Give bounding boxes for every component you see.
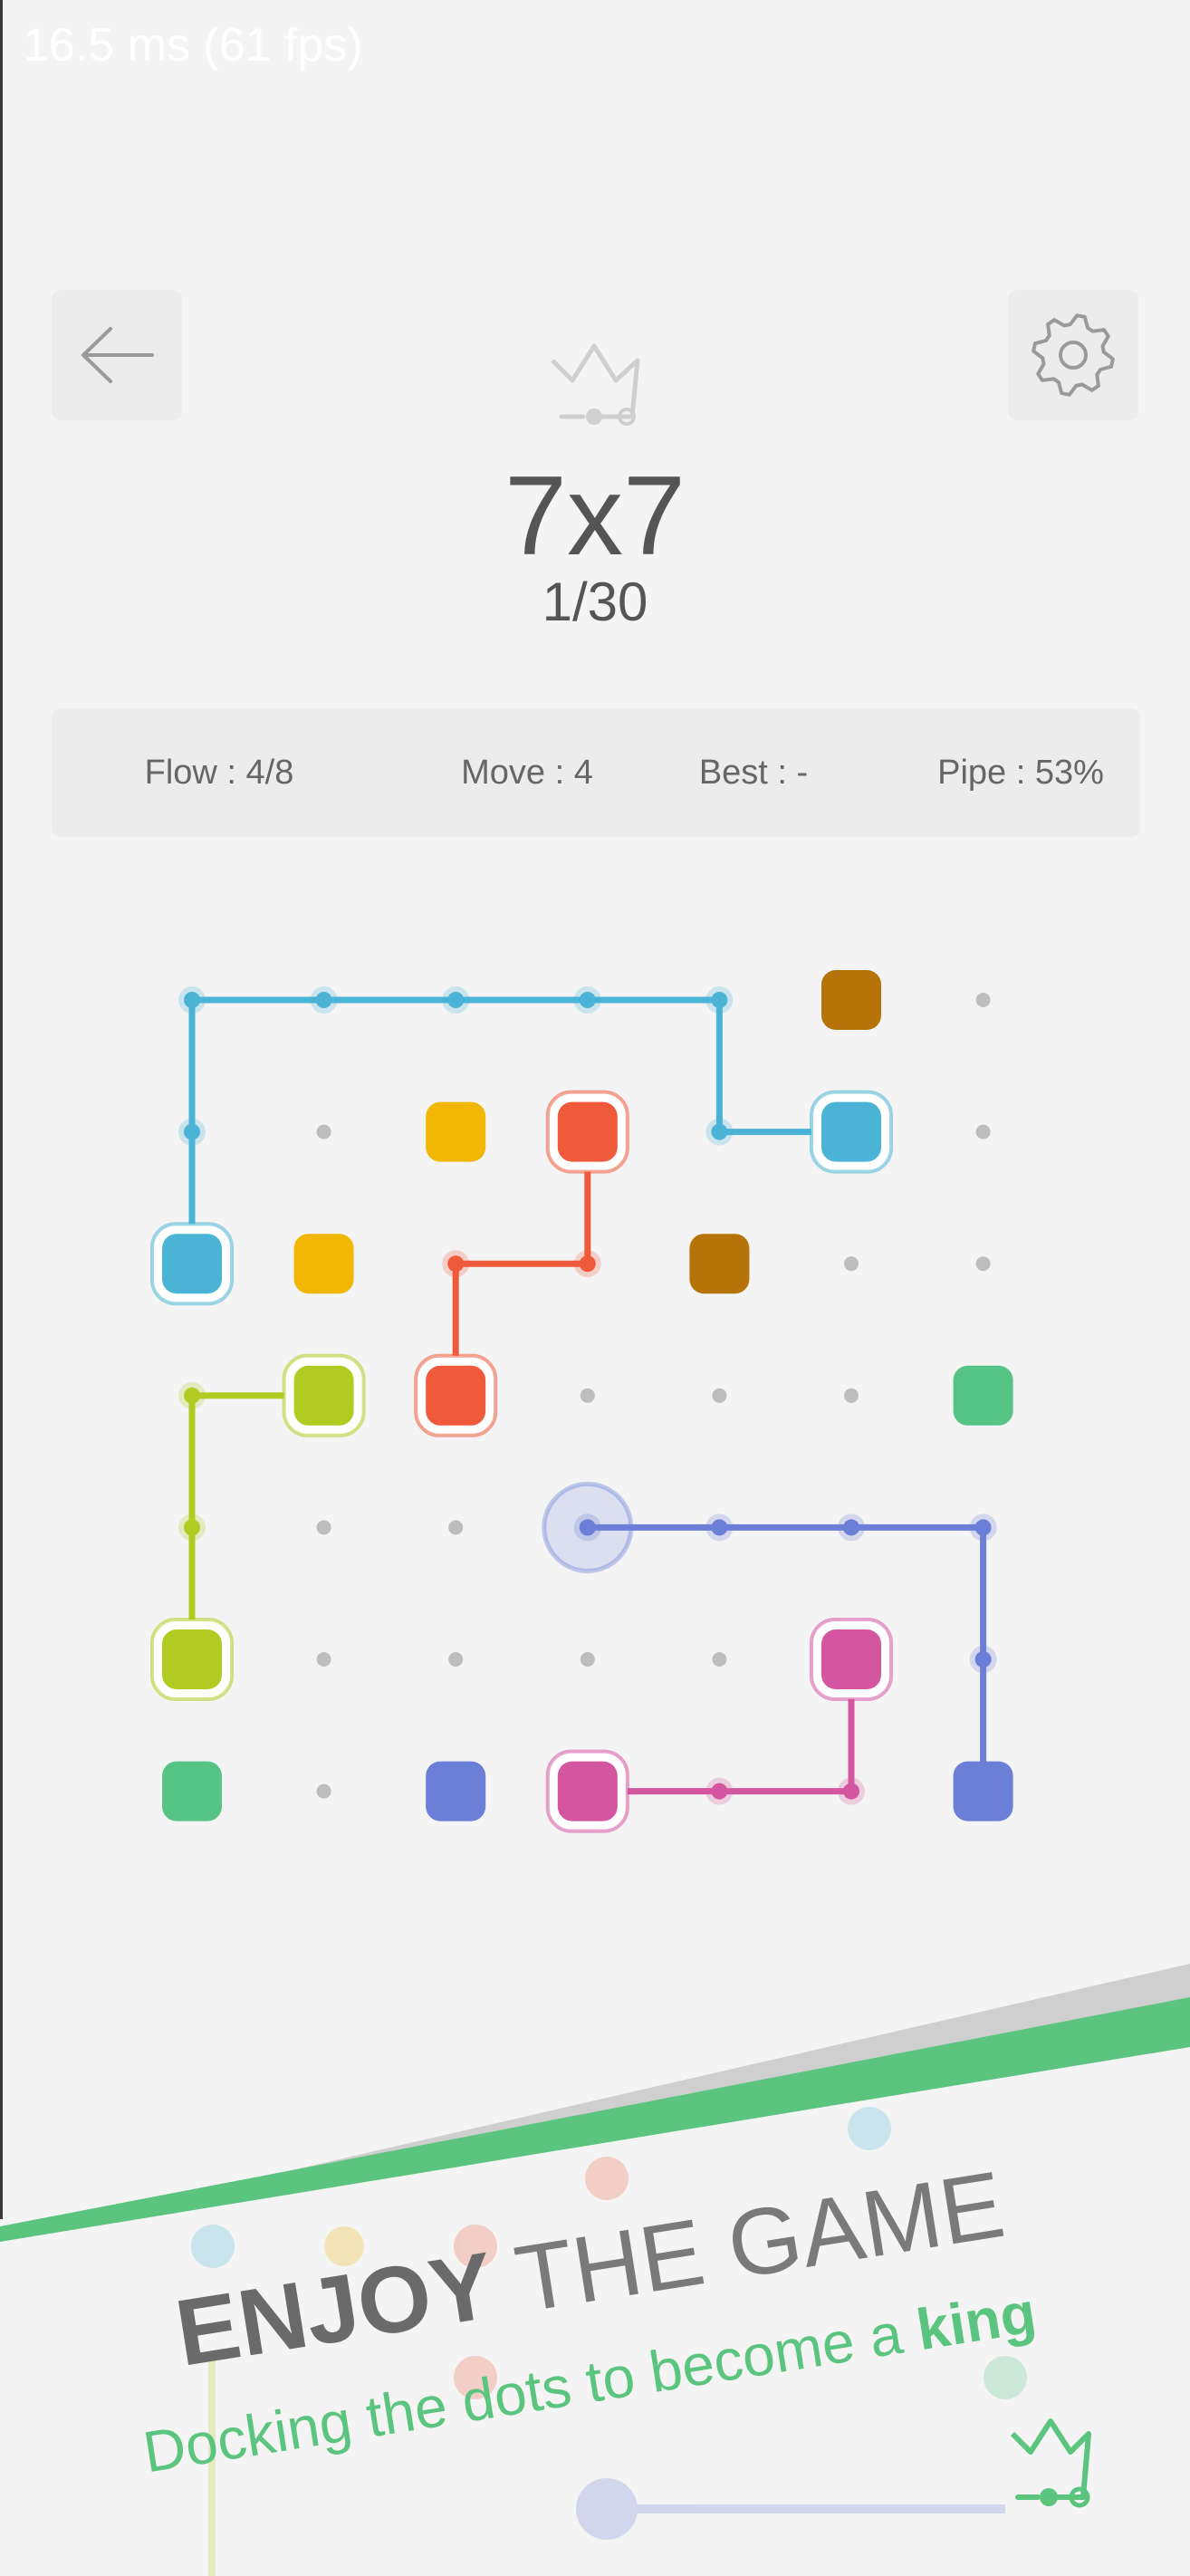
gear-icon (1032, 313, 1115, 397)
path-node (711, 1123, 728, 1140)
settings-button[interactable] (1008, 290, 1138, 420)
grid-dot[interactable] (844, 1256, 859, 1272)
path-node (184, 1519, 200, 1536)
path-node (711, 992, 728, 1008)
grid-dot[interactable] (316, 1124, 331, 1139)
red-endpoint[interactable] (426, 1365, 486, 1426)
flow-stat: Flow : 4/8 (144, 754, 294, 792)
grid-dot[interactable] (975, 1256, 991, 1272)
path-node (579, 1255, 596, 1273)
indigo-endpoint[interactable] (426, 1761, 486, 1821)
path-node (184, 992, 200, 1008)
grid-dot[interactable] (316, 1783, 331, 1799)
grid-dot[interactable] (448, 1520, 464, 1535)
pink-endpoint[interactable] (557, 1761, 618, 1821)
grid-dot[interactable] (448, 1652, 464, 1667)
green-endpoint[interactable] (162, 1761, 222, 1821)
grid-dot[interactable] (316, 1520, 331, 1535)
blue-endpoint[interactable] (821, 1101, 881, 1162)
lime-endpoint[interactable] (162, 1629, 222, 1689)
promo-background (0, 2047, 1190, 2576)
orange-endpoint[interactable] (426, 1101, 486, 1162)
back-button[interactable] (52, 290, 182, 420)
grid-dot[interactable] (712, 1388, 727, 1403)
path-node (974, 1519, 992, 1536)
promo-blurred-dots (191, 2107, 1027, 2576)
lime-path-line (188, 1392, 328, 1663)
fps-counter: 16.5 ms (61 fps) (23, 19, 363, 72)
active-cursor-dot (579, 1519, 596, 1536)
path-node (579, 992, 596, 1008)
grid-dot[interactable] (316, 1652, 331, 1667)
grid-dot[interactable] (844, 1388, 859, 1403)
brown-endpoint[interactable] (689, 1234, 750, 1294)
brown-endpoint[interactable] (821, 970, 881, 1030)
path-node (711, 1783, 728, 1800)
stats-bar: Flow : 4/8 Move : 4 Best : - Pipe : 53% (52, 708, 1140, 837)
green-endpoint[interactable] (953, 1365, 1013, 1426)
path-node (184, 1387, 200, 1404)
grid-dot[interactable] (975, 1124, 991, 1139)
pipe-stat: Pipe : 53% (937, 754, 1104, 792)
red-path-line (452, 1129, 591, 1399)
path-node (974, 1651, 992, 1668)
path-node (711, 1519, 728, 1536)
pink-endpoint[interactable] (821, 1629, 881, 1689)
path-node (184, 1123, 200, 1140)
indigo-endpoint[interactable] (953, 1761, 1013, 1821)
promo-crown-icon (1010, 2418, 1091, 2508)
blue-endpoint[interactable] (162, 1234, 222, 1294)
move-stat: Move : 4 (461, 754, 593, 792)
arrow-left-icon (82, 327, 154, 383)
path-node (315, 992, 332, 1008)
level-size-title: 7x7 (504, 454, 686, 579)
best-stat: Best : - (698, 754, 809, 792)
grid-dot[interactable] (975, 993, 991, 1007)
pink-path-line (584, 1656, 855, 1795)
indigo-path-line (584, 1523, 987, 1795)
path-node (843, 1519, 859, 1536)
path-node (447, 1255, 465, 1273)
path-node (447, 992, 465, 1008)
red-endpoint[interactable] (557, 1101, 618, 1162)
orange-endpoint[interactable] (293, 1234, 354, 1294)
grid-dot[interactable] (712, 1652, 727, 1667)
lime-endpoint[interactable] (293, 1365, 354, 1426)
grid-dot[interactable] (580, 1388, 595, 1403)
path-node (843, 1783, 859, 1800)
crown-icon (551, 343, 640, 426)
grid-dot[interactable] (580, 1652, 595, 1667)
level-progress: 1/30 (542, 572, 648, 632)
left-edge-line (0, 0, 3, 2219)
